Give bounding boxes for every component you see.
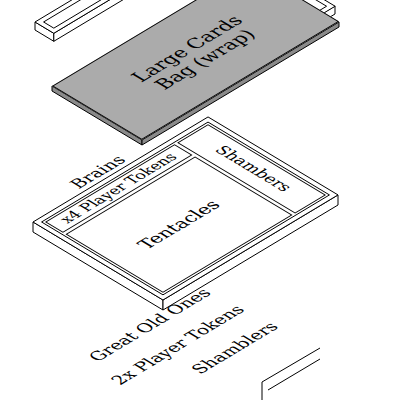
card-bag: Large Cards Bag (wrap) xyxy=(52,0,339,140)
tray-walls xyxy=(33,117,338,310)
compartment-label: Tentacles xyxy=(133,197,224,252)
partial-tray-lines xyxy=(262,348,320,400)
compartment-label: Large Cards Bag (wrap) xyxy=(122,10,269,98)
